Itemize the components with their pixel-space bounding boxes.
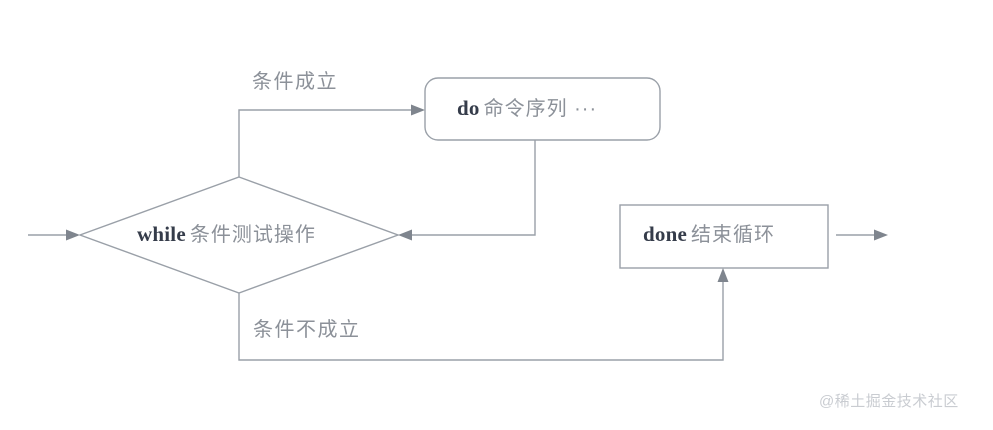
body-text: 命令序列 ··· xyxy=(483,98,598,120)
false-branch-arrowhead-icon xyxy=(717,268,729,282)
condition-keyword: while xyxy=(137,222,186,246)
exit-arrowhead-icon xyxy=(874,229,888,241)
false-branch-label: 条件不成立 xyxy=(253,319,361,341)
entry-arrowhead-icon xyxy=(66,229,80,241)
end-keyword: done xyxy=(643,222,687,246)
loop-back-connector xyxy=(408,140,536,236)
body-label: do 命令序列 ··· xyxy=(457,96,598,120)
false-branch-connector xyxy=(238,278,724,361)
condition-label: while 条件测试操作 xyxy=(137,222,316,246)
end-box-shape xyxy=(619,204,829,269)
body-box-shape xyxy=(424,77,661,141)
true-branch-arrowhead-icon xyxy=(411,104,425,116)
body-keyword: do xyxy=(457,96,480,120)
watermark-text: @稀土掘金技术社区 xyxy=(819,393,959,410)
end-text: 结束循环 xyxy=(690,224,775,246)
condition-text: 条件测试操作 xyxy=(189,224,316,246)
loop-back-arrowhead-icon xyxy=(398,229,412,241)
true-branch-connector xyxy=(238,109,415,177)
end-label: done 结束循环 xyxy=(643,222,775,246)
true-branch-label: 条件成立 xyxy=(252,71,338,93)
